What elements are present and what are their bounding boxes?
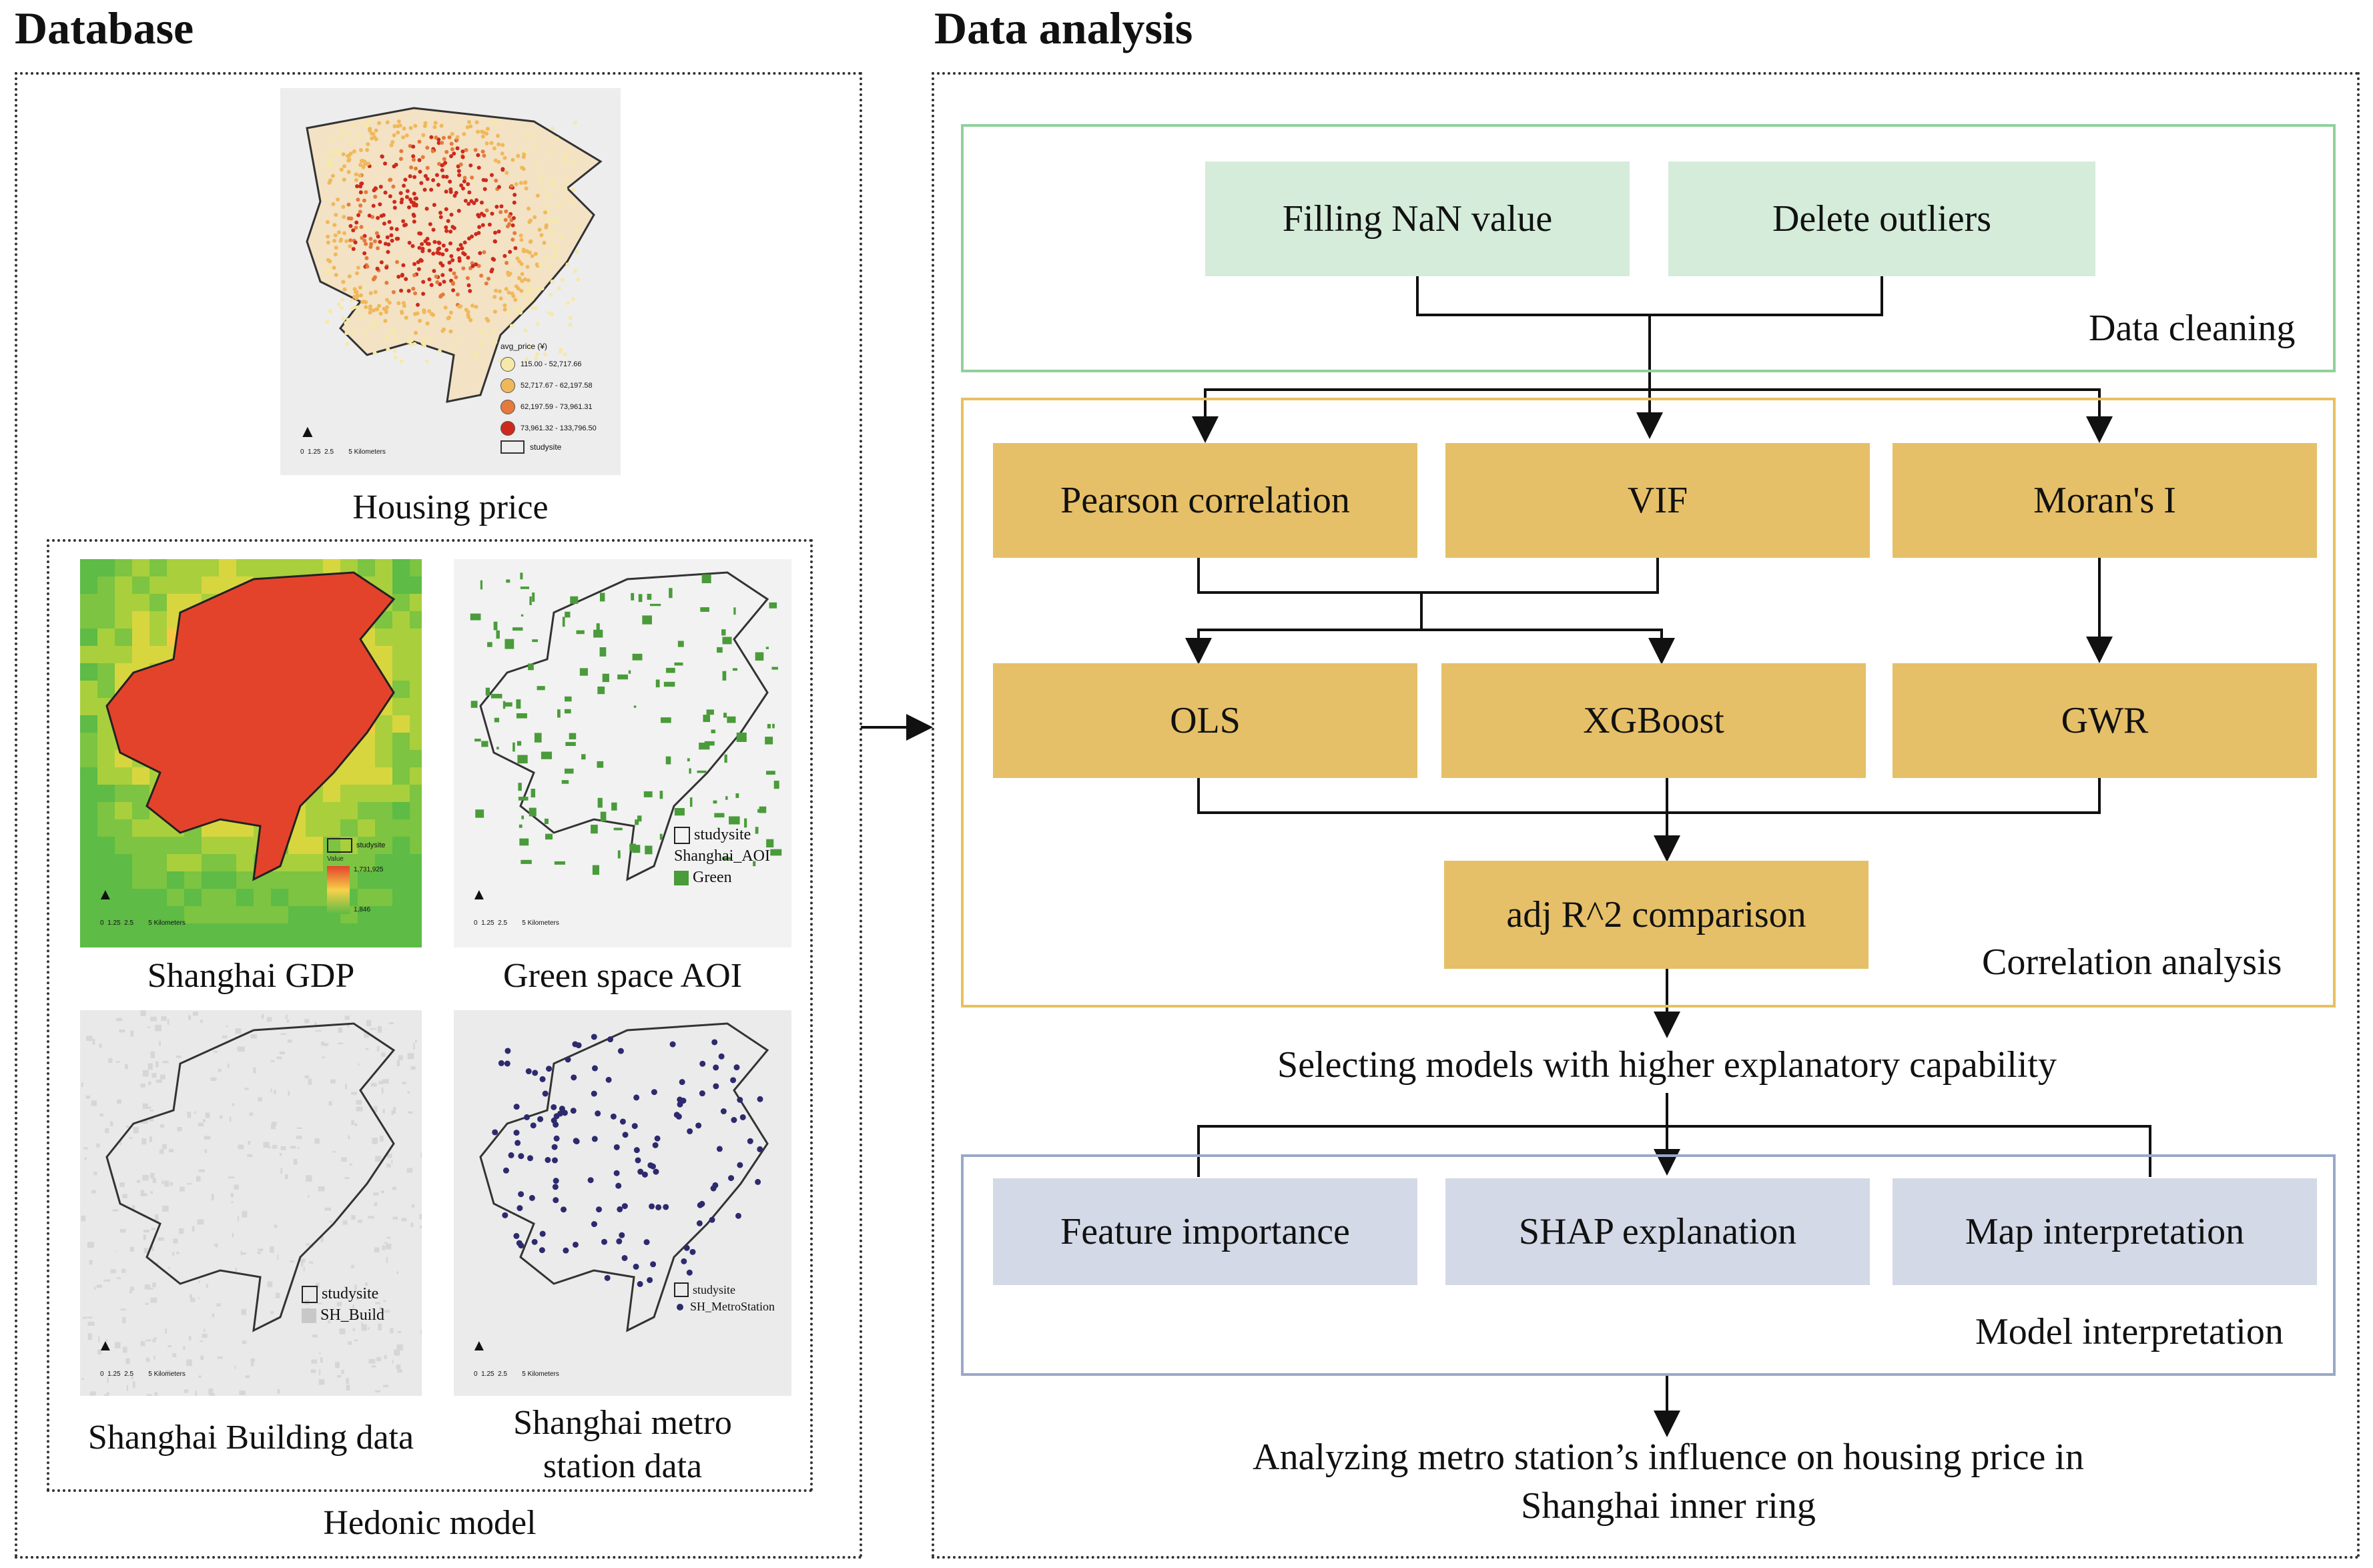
- north-arrow-icon: ▲: [97, 886, 113, 903]
- hedonic-model-caption: Hedonic model: [323, 1504, 537, 1542]
- database-title: Database: [15, 3, 194, 53]
- building-studysite-legend: studysite: [302, 1285, 378, 1303]
- legend-dot-icon: [500, 378, 515, 393]
- housing-legend: 115.00 - 52,717.66 52,717.67 - 62,197.58 6…: [500, 354, 597, 439]
- legend-item-label: 62,197.59 - 73,961.31: [521, 403, 593, 411]
- housing-price-caption: Housing price: [352, 488, 549, 526]
- north-arrow-icon: ▲: [97, 1337, 113, 1354]
- metro-studysite-legend: studysite: [674, 1282, 735, 1297]
- interpretation-stage: [961, 1154, 2336, 1376]
- studysite-label: studysite: [693, 1282, 736, 1296]
- gdp-value-label: Value: [327, 855, 344, 863]
- data-cleaning-stage: [961, 124, 2336, 372]
- studysite-label: studysite: [356, 841, 386, 849]
- legend-dot-icon: [500, 421, 515, 436]
- housing-legend-title: avg_price (¥): [500, 342, 548, 351]
- north-arrow-icon: ▲: [471, 1337, 487, 1354]
- map-interpretation-box: Map interpretation: [1893, 1178, 2317, 1285]
- metro-caption-line1: Shanghai metro: [513, 1404, 732, 1442]
- delete-outliers-box: Delete outliers: [1668, 161, 2095, 276]
- building-map: studysite SH_Build ▲ 0 1.25 2.5 5 Kilome…: [80, 1010, 422, 1396]
- legend-dot-icon: [500, 357, 515, 372]
- build-label: SH_Build: [320, 1306, 385, 1324]
- green-space-caption: Green space AOI: [502, 957, 743, 995]
- housing-legend-item: 52,717.67 - 62,197.58: [500, 375, 597, 396]
- studysite-swatch: [327, 838, 352, 853]
- final-line-1: Analyzing metro station’s influence on h…: [1253, 1437, 2084, 1478]
- xgboost-box: XGBoost: [1441, 663, 1866, 778]
- station-label: SH_MetroStation: [690, 1300, 775, 1313]
- final-line-2: Shanghai inner ring: [1521, 1485, 1816, 1527]
- correlation-stage: [961, 398, 2336, 1008]
- morans-i-box: Moran's I: [1893, 443, 2317, 558]
- studysite-label: studysite: [530, 442, 562, 452]
- green-space-map: studysite Shanghai_AOI Green ▲ 0 1.25 2.…: [454, 559, 791, 947]
- metro-caption: Shanghai metro station data: [454, 1401, 791, 1488]
- vif-box: VIF: [1445, 443, 1870, 558]
- gdp-caption: Shanghai GDP: [147, 957, 355, 995]
- gdp-scale-bar: 0 1.25 2.5 5 Kilometers: [100, 919, 186, 927]
- metro-caption-line2: station data: [543, 1447, 703, 1485]
- shap-explanation-box: SHAP explanation: [1445, 1178, 1870, 1285]
- hedonic-model-panel: [47, 539, 813, 1492]
- legend-dot-icon: [500, 400, 515, 414]
- gdp-studysite-legend: studysite: [327, 838, 385, 853]
- analysis-panel: [932, 72, 2360, 1559]
- station-legend: SH_MetroStation: [674, 1300, 775, 1314]
- north-arrow-icon: ▲: [471, 886, 487, 903]
- build-legend: SH_Build: [302, 1306, 384, 1324]
- studysite-swatch: [302, 1285, 318, 1303]
- studysite-label: studysite: [694, 826, 751, 843]
- housing-legend-item: 73,961.32 - 133,796.50: [500, 418, 597, 439]
- adj-r2-box: adj R^2 comparison: [1444, 861, 1869, 969]
- data-analysis-title: Data analysis: [934, 3, 1193, 53]
- housing-legend-item: 115.00 - 52,717.66: [500, 354, 597, 375]
- gdp-map: studysite Value 1,731,925 1,846 ▲ 0 1.25…: [80, 559, 422, 947]
- studysite-label: studysite: [322, 1285, 379, 1302]
- station-dot-icon: [677, 1303, 683, 1310]
- studysite-swatch: [674, 826, 690, 844]
- studysite-swatch: [674, 1282, 689, 1297]
- selecting-models-text: Selecting models with higher explanatory…: [1277, 1044, 2057, 1086]
- green-scale-bar: 0 1.25 2.5 5 Kilometers: [474, 919, 559, 927]
- housing-studysite-legend: studysite: [500, 440, 561, 454]
- green-label: Green: [693, 869, 732, 886]
- gdp-low-label: 1,846: [354, 906, 371, 913]
- housing-price-map: avg_price (¥) 115.00 - 52,717.66 52,717.6…: [280, 88, 621, 475]
- studysite-swatch: [500, 440, 525, 454]
- interpretation-label: Model interpretation: [1975, 1311, 2284, 1352]
- housing-scale-bar: 0 1.25 2.5 5 Kilometers: [300, 448, 386, 456]
- aoi-label: Shanghai_AOI: [674, 847, 770, 865]
- legend-item-label: 73,961.32 - 133,796.50: [521, 424, 597, 432]
- gdp-color-ramp: [327, 866, 350, 914]
- green-legend: Green: [674, 869, 732, 887]
- fill-nan-box: Filling NaN value: [1205, 161, 1630, 276]
- gdp-high-label: 1,731,925: [354, 866, 384, 873]
- green-swatch: [674, 870, 689, 885]
- build-swatch: [302, 1308, 316, 1323]
- pearson-box: Pearson correlation: [993, 443, 1417, 558]
- correlation-label: Correlation analysis: [1982, 941, 2282, 983]
- gwr-box: GWR: [1893, 663, 2317, 778]
- legend-item-label: 52,717.67 - 62,197.58: [521, 382, 593, 390]
- metro-scale-bar: 0 1.25 2.5 5 Kilometers: [474, 1370, 559, 1378]
- ols-box: OLS: [993, 663, 1417, 778]
- metro-map: studysite SH_MetroStation ▲ 0 1.25 2.5 5…: [454, 1010, 791, 1396]
- legend-item-label: 115.00 - 52,717.66: [521, 360, 582, 368]
- database-panel: [15, 72, 862, 1559]
- building-scale-bar: 0 1.25 2.5 5 Kilometers: [100, 1370, 186, 1378]
- final-conclusion: Analyzing metro station’s influence on h…: [1134, 1433, 2202, 1531]
- housing-legend-item: 62,197.59 - 73,961.31: [500, 396, 597, 418]
- green-studysite-legend: studysite: [674, 826, 751, 844]
- north-arrow-icon: ▲: [299, 422, 316, 441]
- building-caption: Shanghai Building data: [87, 1419, 414, 1457]
- feature-importance-box: Feature importance: [993, 1178, 1417, 1285]
- data-cleaning-label: Data cleaning: [2089, 308, 2296, 349]
